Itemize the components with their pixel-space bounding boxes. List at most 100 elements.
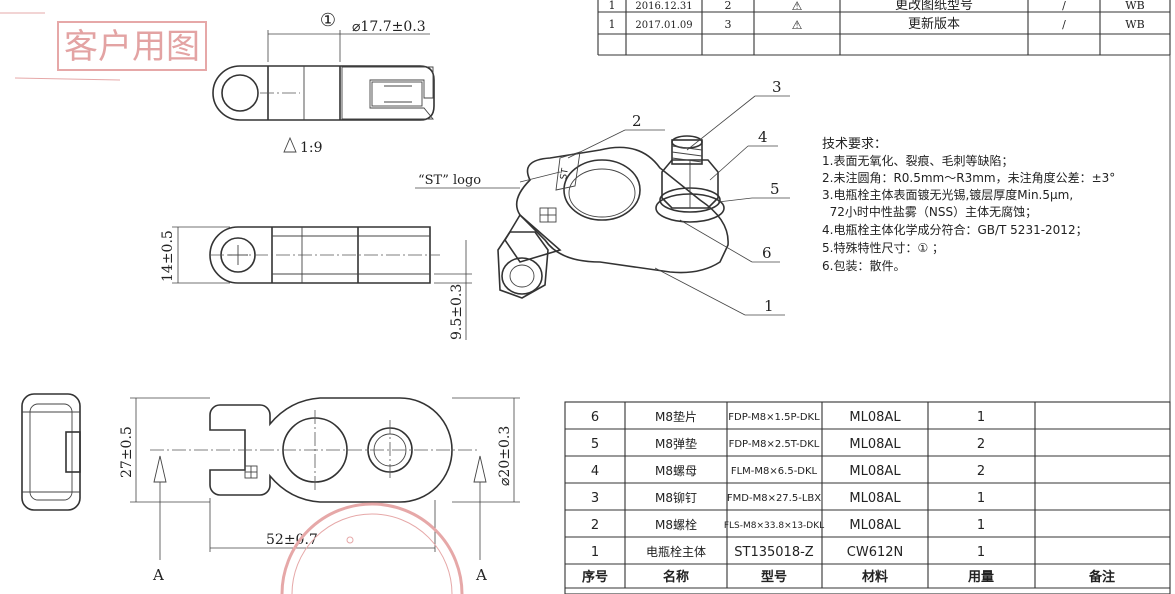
svg-text:27±0.5: 27±0.5 <box>119 426 135 478</box>
callout-6: 6 <box>762 244 772 262</box>
svg-text:M8弹垫: M8弹垫 <box>655 436 697 451</box>
svg-text:客户用图: 客户用图 <box>64 27 200 67</box>
svg-text:技术要求：: 技术要求： <box>822 137 887 152</box>
svg-text:材料: 材料 <box>862 569 888 585</box>
svg-text:序号: 序号 <box>582 569 608 585</box>
callout-3: 3 <box>772 78 782 96</box>
section-label-right: A <box>475 566 487 584</box>
svg-text:用量: 用量 <box>967 570 994 585</box>
svg-text:3: 3 <box>725 18 732 31</box>
svg-text:FDP-M8×2.5T-DKL: FDP-M8×2.5T-DKL <box>729 439 820 450</box>
warning-triangle-icon: ⚠ <box>792 18 803 32</box>
svg-text:1: 1 <box>609 0 616 12</box>
taper-symbol-icon <box>283 136 297 153</box>
st-logo-mark: ST <box>559 167 571 180</box>
svg-text:ML08AL: ML08AL <box>849 464 901 479</box>
svg-text:2: 2 <box>977 464 985 479</box>
table-row: 4 M8螺母 FLM-M8×6.5-DKL ML08AL 2 <box>591 464 985 479</box>
svg-text:FLM-M8×6.5-DKL: FLM-M8×6.5-DKL <box>731 466 818 477</box>
svg-text:1:9: 1:9 <box>300 140 323 156</box>
svg-text:ML08AL: ML08AL <box>849 491 901 506</box>
svg-text:/: / <box>1062 0 1066 12</box>
svg-text:备注: 备注 <box>1088 569 1115 585</box>
svg-text:6: 6 <box>591 410 599 425</box>
svg-text:ML08AL: ML08AL <box>849 437 901 452</box>
technical-requirements: 技术要求： 1.表面无氧化、裂痕、毛刺等缺陷； 2.未注圆角：R0.5mm～R3… <box>822 137 1115 273</box>
svg-text:FMD-M8×27.5-LBX: FMD-M8×27.5-LBX <box>727 493 821 504</box>
svg-text:6.包装：散件。: 6.包装：散件。 <box>822 258 905 273</box>
svg-text:M8螺栓: M8螺栓 <box>655 517 697 532</box>
svg-text:1: 1 <box>977 545 985 560</box>
svg-text:4: 4 <box>591 464 599 479</box>
svg-text:5: 5 <box>591 437 599 452</box>
svg-text:更改图纸型号: 更改图纸型号 <box>895 0 973 13</box>
table-row: 1 电瓶栓主体 ST135018-Z CW612N 1 <box>591 544 985 560</box>
svg-text:3: 3 <box>591 491 599 506</box>
svg-text:“ST” logo: “ST” logo <box>418 173 481 188</box>
company-seal <box>280 502 464 594</box>
svg-text:14±0.5: 14±0.5 <box>160 230 176 282</box>
section-label-left: A <box>152 566 164 584</box>
isometric-assembly-view: ST “ST” logo 2 3 4 5 <box>415 78 790 316</box>
svg-text:FLS-M8×33.8×13-DKL: FLS-M8×33.8×13-DKL <box>724 521 824 531</box>
svg-text:ML08AL: ML08AL <box>849 410 901 425</box>
callout-1: 1 <box>764 297 774 315</box>
table-header-row: 序号 名称 型号 材料 用量 备注 <box>582 569 1115 585</box>
svg-text:ML08AL: ML08AL <box>849 518 901 533</box>
svg-text:1: 1 <box>609 18 616 31</box>
special-characteristic-mark: ① <box>320 10 336 31</box>
table-row: 2 M8螺栓 FLS-M8×33.8×13-DKL ML08AL 1 <box>591 517 985 533</box>
bom-table: 6 M8垫片 FDP-M8×1.5P-DKL ML08AL 1 5 M8弹垫 F… <box>564 401 1171 594</box>
revision-row: 1 2016.12.31 2 ⚠ 更改图纸型号 / WB <box>609 0 1145 13</box>
svg-text:M8螺母: M8螺母 <box>655 464 697 478</box>
svg-text:2: 2 <box>591 518 599 533</box>
table-row: 5 M8弹垫 FDP-M8×2.5T-DKL ML08AL 2 <box>591 436 985 452</box>
svg-text:9.5±0.3: 9.5±0.3 <box>449 284 465 340</box>
section-arrow-icon <box>473 455 487 483</box>
svg-text:1: 1 <box>977 491 985 506</box>
svg-text:更新版本: 更新版本 <box>908 16 960 32</box>
svg-text:52±0.7: 52±0.7 <box>266 532 318 548</box>
callout-5: 5 <box>770 180 780 198</box>
revision-row: 1 2017.01.09 3 ⚠ 更新版本 / WB <box>609 16 1145 32</box>
svg-text:2: 2 <box>977 437 985 452</box>
customer-drawing-stamp: 客户用图 <box>0 12 207 81</box>
svg-text:WB: WB <box>1125 0 1144 12</box>
svg-text:CW612N: CW612N <box>847 545 903 560</box>
section-arrow-icon <box>153 455 167 483</box>
side-view: 14±0.5 9.5±0.3 <box>160 226 472 340</box>
svg-text:2.未注圆角：R0.5mm～R3mm，未注角度公差：±3°: 2.未注圆角：R0.5mm～R3mm，未注角度公差：±3° <box>822 170 1115 185</box>
svg-text:3.电瓶栓主体表面镀无光锡,镀层厚度Min.5μm,: 3.电瓶栓主体表面镀无光锡,镀层厚度Min.5μm, <box>822 187 1073 202</box>
svg-text:1: 1 <box>977 518 985 533</box>
svg-text:电瓶栓主体: 电瓶栓主体 <box>646 544 706 559</box>
callout-2: 2 <box>632 112 642 130</box>
svg-text:ST135018-Z: ST135018-Z <box>734 545 814 560</box>
svg-text:72小时中性盐雾（NSS）主体无腐蚀；: 72小时中性盐雾（NSS）主体无腐蚀； <box>822 204 1037 219</box>
svg-text:2017.01.09: 2017.01.09 <box>635 20 692 31</box>
revision-table: 1 2016.12.31 2 ⚠ 更改图纸型号 / WB 1 2017.01.0… <box>597 0 1171 594</box>
svg-text:2: 2 <box>725 0 732 12</box>
plan-view: A A 27±0.5 ⌀20±0.3 52±0.7 <box>119 397 520 584</box>
svg-text:⌀20±0.3: ⌀20±0.3 <box>497 426 513 486</box>
svg-text:⌀17.7±0.3: ⌀17.7±0.3 <box>352 19 426 35</box>
svg-text:5.特殊特性尺寸：① ；: 5.特殊特性尺寸：① ； <box>822 240 944 255</box>
callout-4: 4 <box>758 128 768 146</box>
top-section-view: ① ⌀17.7±0.3 1:9 <box>212 10 435 156</box>
svg-text:/: / <box>1062 18 1066 31</box>
svg-text:1: 1 <box>591 545 599 560</box>
svg-text:1.表面无氧化、裂痕、毛刺等缺陷；: 1.表面无氧化、裂痕、毛刺等缺陷； <box>822 153 1013 168</box>
warning-triangle-icon: ⚠ <box>792 0 803 13</box>
table-row: 6 M8垫片 FDP-M8×1.5P-DKL ML08AL 1 <box>591 409 985 425</box>
svg-text:M8垫片: M8垫片 <box>655 409 697 424</box>
svg-text:M8铆钉: M8铆钉 <box>655 490 697 505</box>
svg-text:FDP-M8×1.5P-DKL: FDP-M8×1.5P-DKL <box>728 412 820 423</box>
svg-text:1: 1 <box>977 410 985 425</box>
table-row: 3 M8铆钉 FMD-M8×27.5-LBX ML08AL 1 <box>591 490 985 506</box>
svg-text:名称: 名称 <box>663 569 689 585</box>
svg-text:4.电瓶栓主体化学成分符合：GB/T 5231-2012；: 4.电瓶栓主体化学成分符合：GB/T 5231-2012； <box>822 222 1088 237</box>
svg-text:2016.12.31: 2016.12.31 <box>635 1 692 12</box>
svg-text:WB: WB <box>1125 18 1144 31</box>
svg-text:型号: 型号 <box>761 569 787 585</box>
end-view <box>21 393 81 511</box>
